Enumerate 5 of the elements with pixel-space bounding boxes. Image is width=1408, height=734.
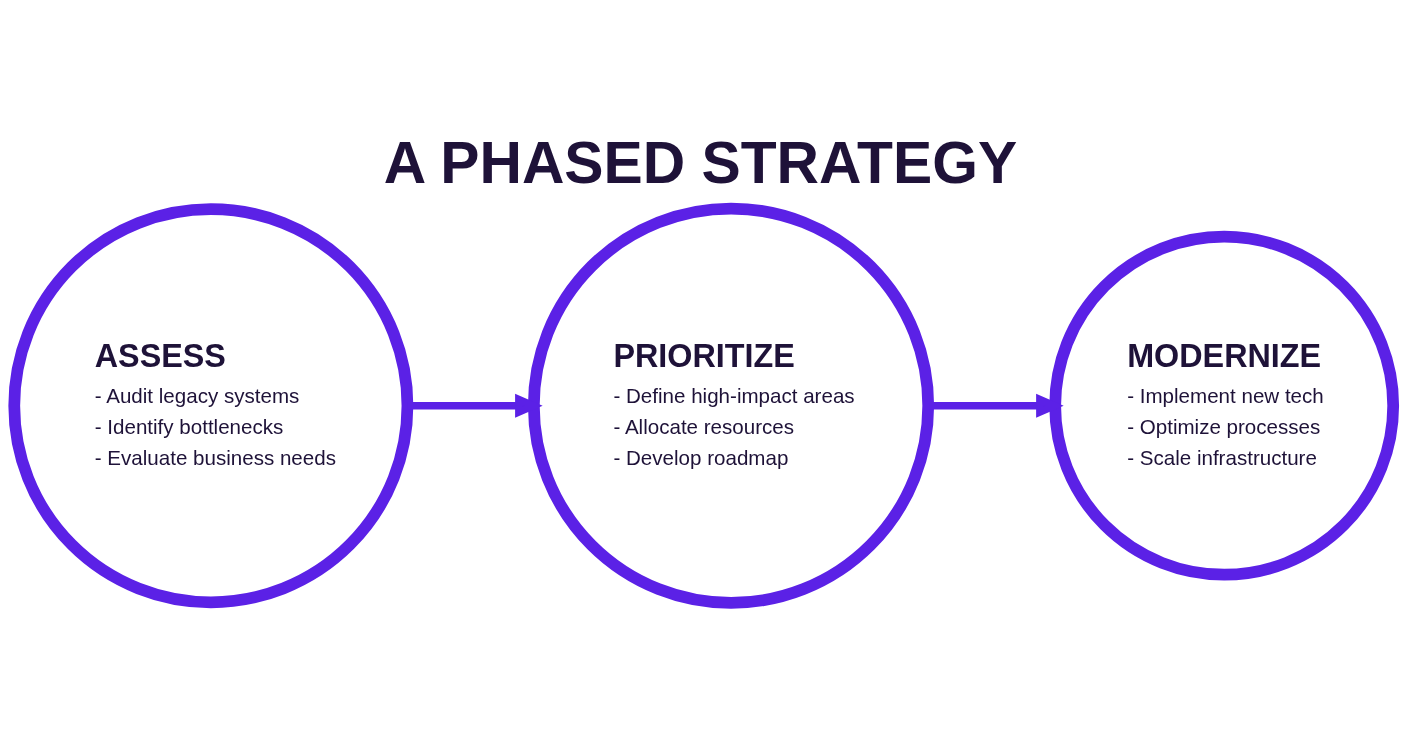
diagram-title: A PHASED STRATEGY	[383, 129, 1018, 195]
node-circle: ASSESS - Audit legacy systems - Identify bottlenecks - Evaluate business needs	[8, 202, 414, 608]
node-circle: PRIORITIZE - Define high-impact areas - Allocate resources - Develop roadmap	[527, 202, 935, 609]
node-circle: MODERNIZE - Implement new tech - Optimize processes - Scale infrastructure	[1049, 230, 1400, 581]
arrow	[407, 393, 543, 418]
